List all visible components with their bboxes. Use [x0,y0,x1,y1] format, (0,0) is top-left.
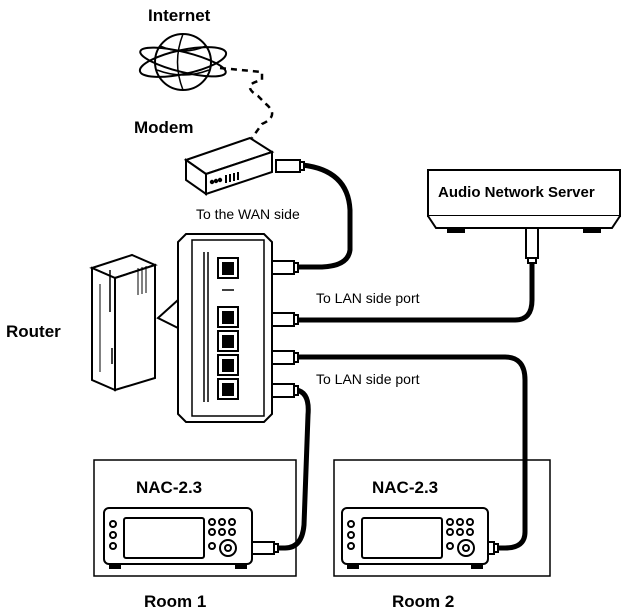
internet-label: Internet [148,6,211,25]
lan-side-label-1: To LAN side port [316,290,420,306]
connector-server [525,227,539,264]
room-1-box [93,459,297,577]
router-label: Router [6,322,61,341]
connector-modem [275,159,305,173]
modem-icon [183,136,275,196]
internet-connection-line [219,66,274,139]
nac-device-1-icon [103,507,253,569]
cable-router-room2 [293,354,528,551]
router-tower-icon [89,253,158,392]
modem-label: Modem [134,118,194,137]
lan-side-label-2: To LAN side port [316,371,420,387]
room-1-label: Room 1 [144,592,207,611]
room-2-box [333,459,551,577]
connector-room1 [247,541,279,555]
wan-side-label: To the WAN side [196,206,300,222]
globe-icon [138,33,228,91]
room-2-label: Room 2 [392,592,455,611]
router-callout-pointer [156,299,179,329]
device-2-label: NAC-2.3 [372,478,439,497]
network-cables [273,162,535,551]
cable-router-room1 [273,387,311,551]
router-panel-icon [177,233,273,423]
device-1-label: NAC-2.3 [136,478,203,497]
server-label: Audio Network Server [438,184,595,201]
cable-router-server [293,259,535,323]
cable-modem-router [293,162,353,270]
server-box [427,169,621,233]
nac-device-2-icon [341,507,489,569]
